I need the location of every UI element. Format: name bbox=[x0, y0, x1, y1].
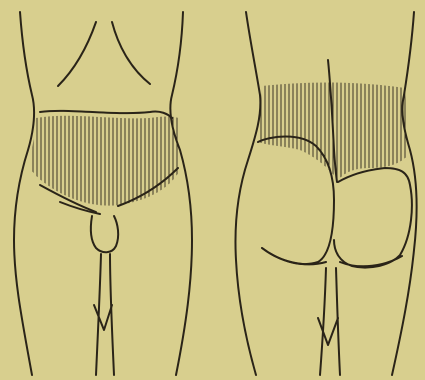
front-chest-outline bbox=[58, 22, 96, 86]
back-left-contour bbox=[236, 12, 261, 375]
back-right-buttock bbox=[334, 168, 412, 268]
front-inner-leg-right bbox=[110, 254, 114, 375]
back-inner-leg-left bbox=[320, 268, 326, 375]
back-gluteal-fold-right bbox=[340, 256, 402, 266]
front-genital-outline bbox=[91, 216, 118, 252]
front-left-contour bbox=[14, 12, 34, 375]
back-view-figure bbox=[236, 12, 417, 375]
back-right-contour bbox=[392, 12, 417, 375]
back-left-buttock bbox=[258, 137, 334, 265]
front-knee-mark bbox=[94, 305, 112, 330]
front-view-figure bbox=[14, 12, 192, 375]
back-knee-mark bbox=[318, 318, 338, 345]
front-right-contour bbox=[170, 12, 192, 375]
front-chest-outline-right bbox=[112, 22, 150, 84]
